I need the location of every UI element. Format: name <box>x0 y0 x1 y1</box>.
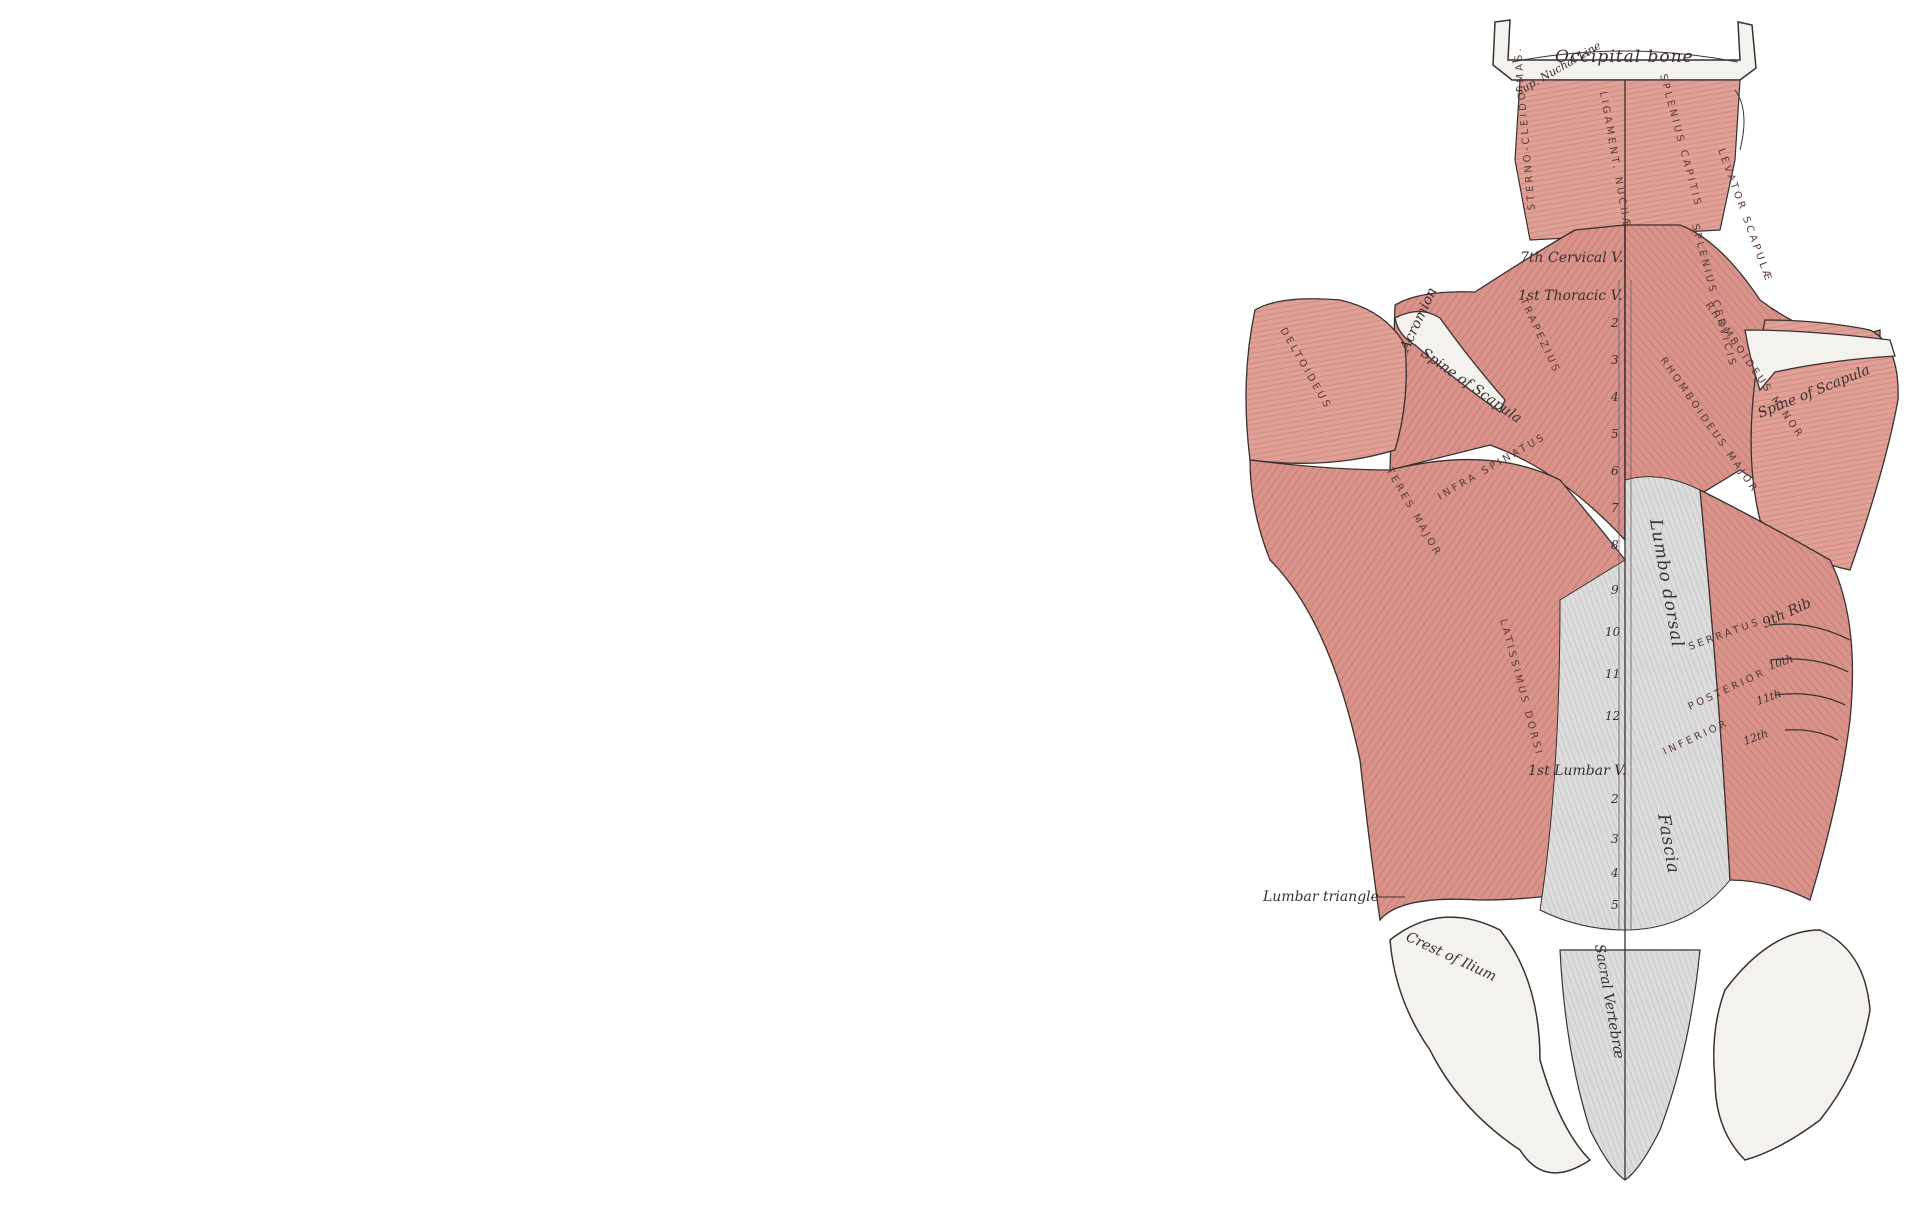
label-cervical-7: 7th Cervical V. <box>1520 250 1623 266</box>
vnum-t: 5 <box>1611 427 1619 441</box>
neck <box>1514 79 1745 241</box>
vnum-t: 6 <box>1611 464 1619 478</box>
vnum-t: 11 <box>1605 667 1620 681</box>
label-occipital-bone: Occipital bone <box>1555 47 1694 67</box>
vnum-l: 5 <box>1611 898 1619 912</box>
label-lumbar-1: 1st Lumbar V. <box>1528 763 1626 779</box>
vnum-t: 2 <box>1610 316 1619 330</box>
lumbar-numbers: 2 3 4 5 <box>1610 792 1619 912</box>
vnum-t: 10 <box>1605 625 1621 639</box>
vnum-t: 7 <box>1611 501 1619 515</box>
vnum-t: 12 <box>1605 709 1620 723</box>
vnum-l: 4 <box>1610 866 1619 880</box>
skull-base <box>1492 19 1757 81</box>
scapula-spines <box>1394 310 1896 414</box>
lower-back-muscles <box>1249 458 1854 931</box>
vnum-t: 9 <box>1611 583 1619 597</box>
vnum-l: 2 <box>1610 792 1619 806</box>
vnum-t: 8 <box>1611 538 1619 552</box>
vnum-l: 3 <box>1611 832 1619 846</box>
ribs <box>1769 623 1851 741</box>
upper-back-muscles <box>1245 224 1899 571</box>
label-lumbar-triangle: Lumbar triangle <box>1262 889 1379 905</box>
vnum-t: 3 <box>1611 353 1619 367</box>
thoracic-numbers: 2 3 4 5 6 7 8 9 10 11 12 <box>1605 316 1621 723</box>
vnum-t: 4 <box>1610 390 1619 404</box>
label-thoracic-1: 1st Thoracic V. <box>1518 288 1623 304</box>
pelvis <box>1389 916 1871 1181</box>
vertebral-column <box>1618 80 1632 1180</box>
